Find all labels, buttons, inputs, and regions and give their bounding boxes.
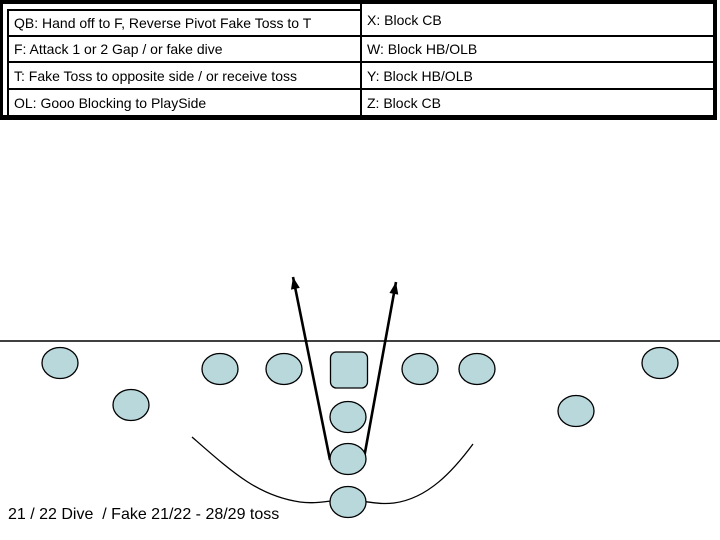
dive-arrow-left-head	[290, 277, 300, 290]
player-center	[329, 351, 369, 389]
cell-f-assignment: F: Attack 1 or 2 Gap / or fake dive	[7, 35, 362, 63]
player-slot-w-left	[112, 388, 150, 422]
player-slot-y-right	[557, 394, 595, 428]
player-lineman-right-guard	[401, 352, 439, 386]
dive-arrow-right	[362, 281, 398, 459]
player-tailback-t	[329, 485, 367, 519]
dive-arrow-left	[291, 276, 332, 461]
player-fullback-f	[329, 442, 367, 476]
player-receiver-z-right	[641, 346, 679, 380]
player-lineman-left-tackle	[201, 352, 239, 386]
play-caption: 21 / 22 Dive / Fake 21/22 - 28/29 toss	[8, 506, 280, 523]
cell-ol-assignment: OL: Gooo Blocking to PlaySide	[7, 88, 362, 117]
player-lineman-left-guard	[265, 352, 303, 386]
cell-qb-assignment: QB: Hand off to F, Reverse Pivot Fake To…	[7, 9, 362, 37]
cell-y-assignment: Y: Block HB/OLB	[360, 61, 715, 90]
player-lineman-right-tackle	[458, 352, 496, 386]
cell-t-assignment: T: Fake Toss to opposite side / or recei…	[7, 61, 362, 90]
player-receiver-x-left	[41, 346, 79, 380]
dive-arrow-right-head	[389, 282, 399, 295]
player-quarterback	[329, 400, 367, 434]
